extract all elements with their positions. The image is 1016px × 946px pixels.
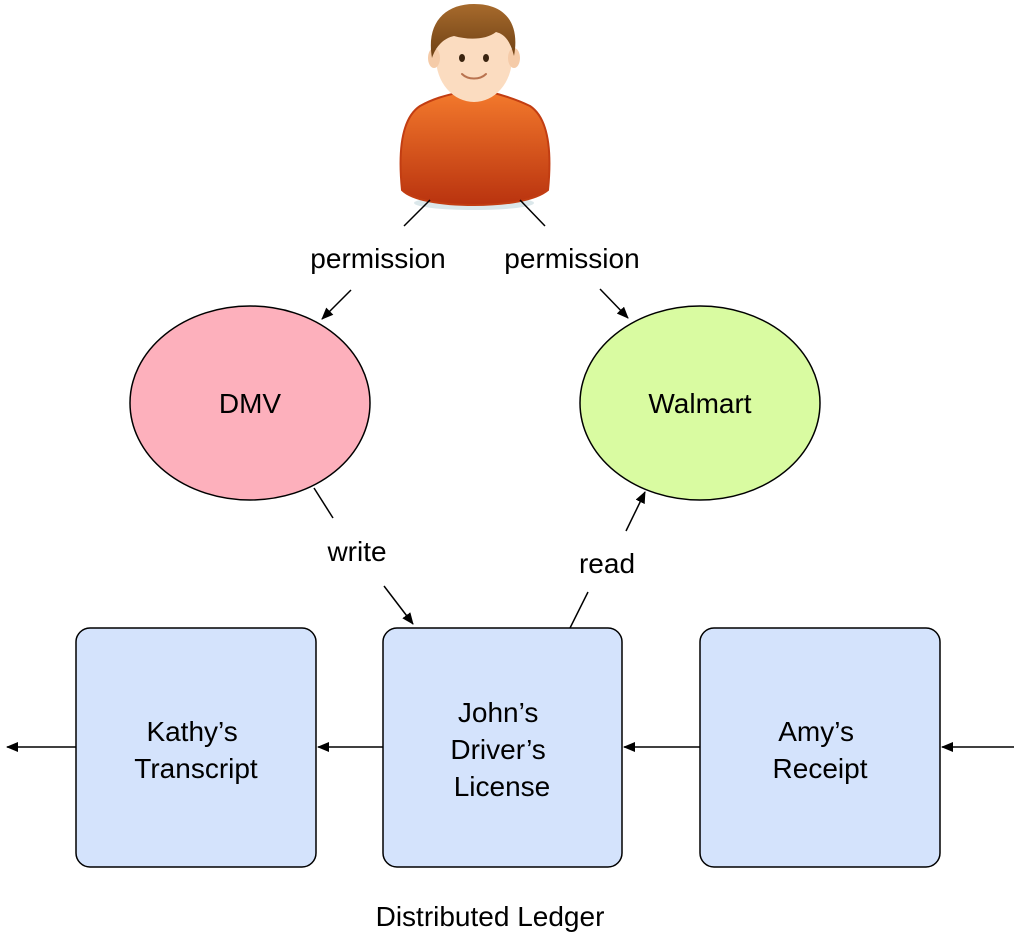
ledger-block-kathy-shape bbox=[75, 627, 317, 868]
person-icon bbox=[399, 4, 551, 210]
ledger-block-john-line: License bbox=[454, 771, 551, 802]
edge-label-write: write bbox=[326, 536, 386, 567]
ledger-block-kathy-label: Kathy’s Transcript bbox=[134, 716, 258, 784]
node-walmart: Walmart bbox=[579, 305, 821, 501]
ledger-block-amy-shape bbox=[699, 627, 941, 868]
read-line-bottom bbox=[569, 591, 589, 629]
node-dmv-shape bbox=[129, 305, 371, 501]
node-walmart-shape bbox=[579, 305, 821, 501]
ledger-block-john-label: John’s Driver’s License bbox=[450, 697, 553, 802]
ledger-block-john-shape bbox=[382, 627, 623, 868]
write-line-top bbox=[313, 487, 334, 519]
ledger-block-john: John’s Driver’s License bbox=[382, 627, 623, 868]
permission-left-line-top bbox=[403, 199, 431, 227]
ledger-block-john-line: Driver’s bbox=[450, 734, 545, 765]
ledger-block-amy-line: Receipt bbox=[773, 753, 868, 784]
permission-right-arrow bbox=[599, 288, 629, 319]
node-walmart-label: Walmart bbox=[648, 388, 751, 419]
ledger-block-john-line: John’s bbox=[458, 697, 538, 728]
permission-left-arrow bbox=[321, 289, 352, 320]
node-dmv: DMV bbox=[129, 305, 371, 501]
ledger-block-amy-line: Amy’s bbox=[778, 716, 854, 747]
read-arrow bbox=[625, 491, 646, 532]
ledger-block-kathy: Kathy’s Transcript bbox=[75, 627, 317, 868]
permission-right-line-top bbox=[519, 199, 546, 227]
ledger-block-kathy-line: Kathy’s bbox=[146, 716, 237, 747]
ledger-caption: Distributed Ledger bbox=[376, 901, 605, 932]
write-arrow bbox=[383, 585, 414, 625]
node-dmv-label: DMV bbox=[219, 388, 282, 419]
ledger-block-amy-label: Amy’s Receipt bbox=[773, 716, 868, 784]
edge-label-permission-right: permission bbox=[504, 243, 639, 274]
edge-label-read: read bbox=[579, 548, 635, 579]
connectors bbox=[6, 199, 1014, 752]
ledger-block-kathy-line: Transcript bbox=[134, 753, 258, 784]
edge-label-permission-left: permission bbox=[310, 243, 445, 274]
ledger-block-amy: Amy’s Receipt bbox=[699, 627, 941, 868]
